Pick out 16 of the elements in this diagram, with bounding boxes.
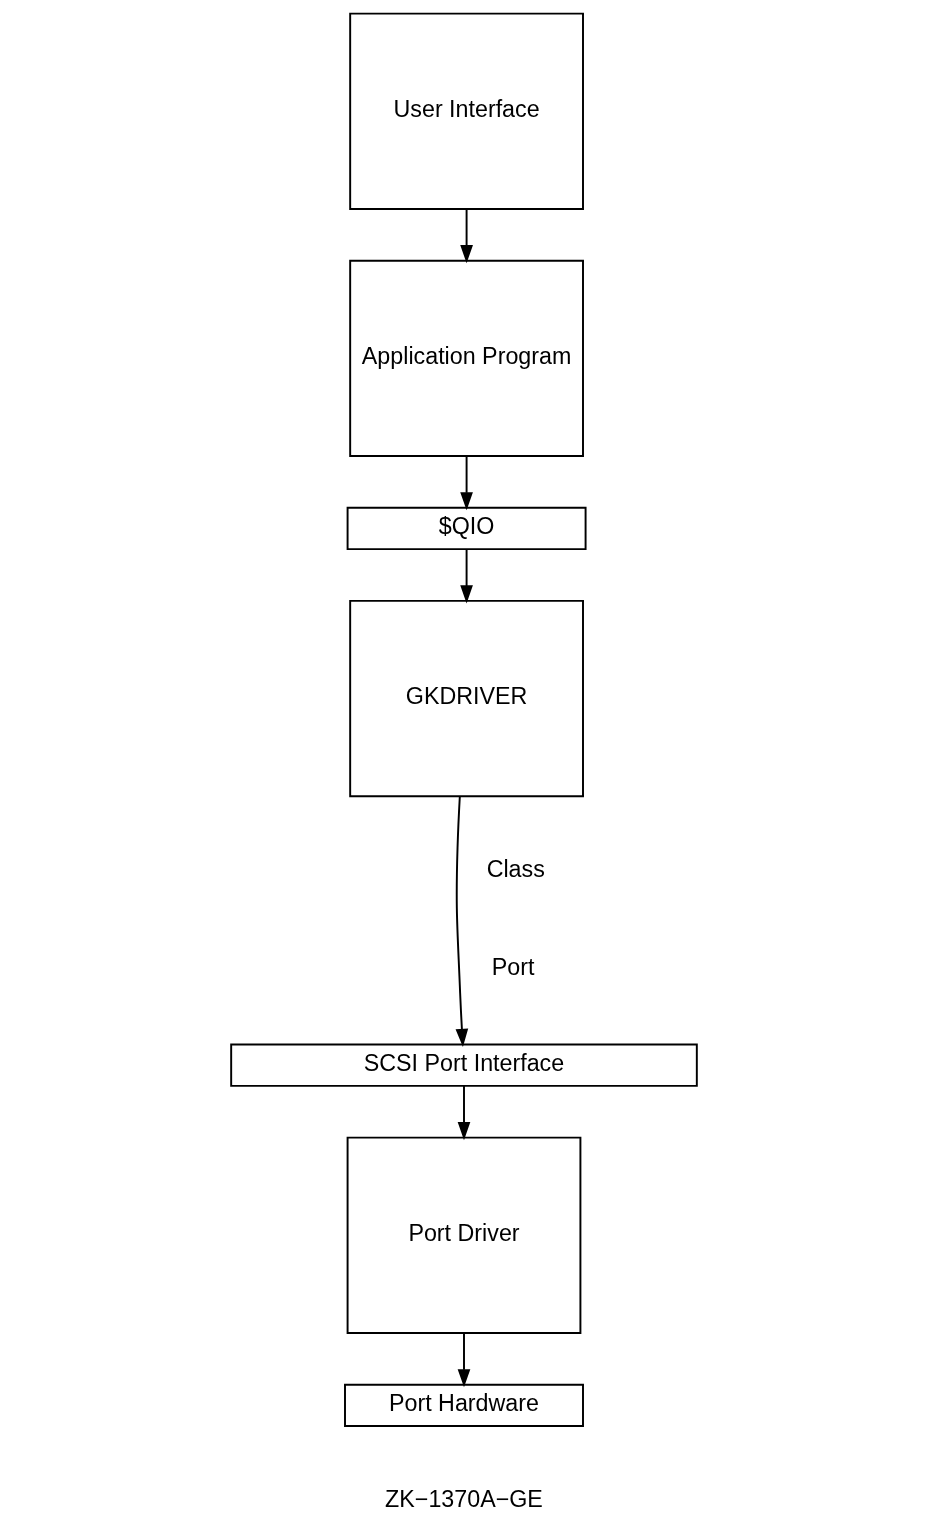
arrow <box>455 795 469 1047</box>
node-box: Port Driver <box>346 1136 582 1334</box>
label: Port <box>491 954 535 981</box>
node-box: Port Hardware <box>344 1383 584 1428</box>
node-box: Application Program <box>349 259 584 457</box>
arrow <box>460 455 473 511</box>
node-box: $QIO <box>346 506 587 551</box>
node-box: GKDRIVER <box>349 599 584 798</box>
node-box: SCSI Port Interface <box>230 1043 698 1087</box>
arrow <box>460 548 473 604</box>
node-box: User Interface <box>349 12 584 210</box>
label: Class <box>486 855 545 882</box>
label: ZK−1370A−GE <box>385 1485 543 1512</box>
arrow <box>457 1332 471 1388</box>
arrow <box>460 208 473 264</box>
arrow <box>457 1085 471 1141</box>
